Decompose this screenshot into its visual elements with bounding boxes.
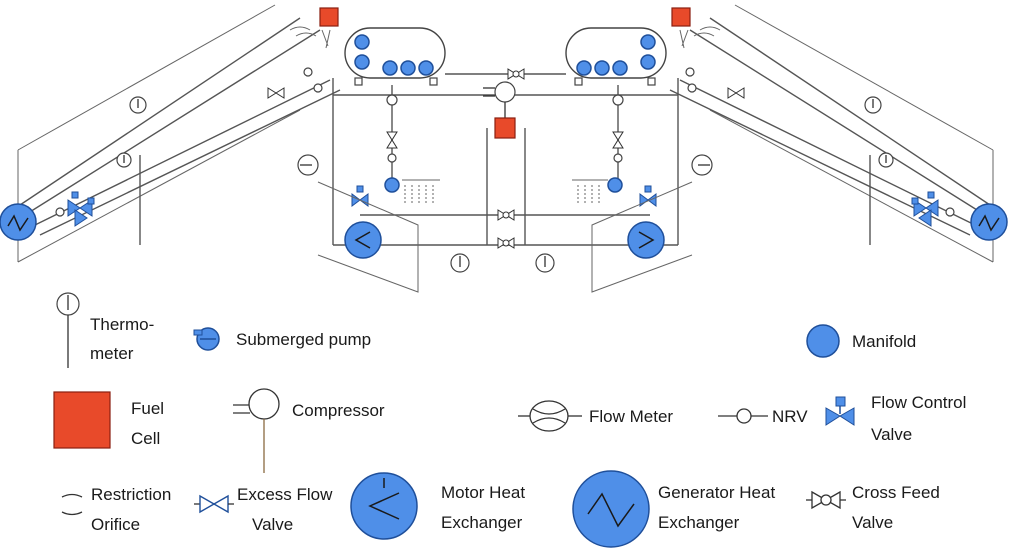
legend-submerged-pump-label: Submerged pump <box>236 330 371 349</box>
right-center-thermometer <box>691 154 713 176</box>
legend-generator-heat-exchanger-label-2: Exchanger <box>658 513 740 532</box>
legend-generator-heat-exchanger: Generator Heat Exchanger <box>572 470 775 548</box>
right-manifold-outlets <box>572 179 608 205</box>
legend-thermometer-label-2: meter <box>90 344 134 363</box>
right-wing-generator-heat-exchanger <box>970 203 1008 241</box>
right-wing-thermometer-2 <box>878 152 894 168</box>
right-wing-nrv <box>685 67 695 77</box>
left-wing-thermometer-1 <box>129 96 147 114</box>
right-wing-flow-control-valves <box>911 191 955 227</box>
left-wing-flow-control-valves <box>55 191 95 227</box>
legend-nrv-label: NRV <box>772 407 808 426</box>
left-motor-heat-exchanger <box>344 221 382 259</box>
right-tank-pumps <box>574 34 656 86</box>
left-wing-generator-heat-exchanger <box>0 203 37 241</box>
legend-restriction-orifice: Restriction Orifice <box>61 485 171 534</box>
right-fuel-cell <box>671 7 691 27</box>
legend-cross-feed-valve-label-1: Cross Feed <box>852 483 940 502</box>
legend-fuel-cell: Fuel Cell <box>53 391 164 449</box>
bottom-thermometer-left <box>450 253 470 273</box>
left-restriction-orifice <box>387 153 397 163</box>
left-wing-excess-flow-valve <box>267 87 285 99</box>
left-excess-flow-valve <box>386 131 398 149</box>
left-wing-nrv <box>303 67 313 77</box>
legend-flow-control-valve-label-2: Valve <box>871 425 912 444</box>
legend-fuel-cell-label-2: Cell <box>131 429 160 448</box>
cross-feed-valve-top <box>507 68 525 80</box>
right-wing-nrv-2 <box>687 83 697 93</box>
cross-feed-valve-low <box>497 237 515 249</box>
legend-excess-flow-valve-label-2: Valve <box>252 515 293 534</box>
right-restriction-orifice <box>613 153 623 163</box>
legend-nrv: NRV <box>718 407 808 426</box>
legend-restriction-orifice-label-2: Orifice <box>91 515 140 534</box>
right-wing-excess-flow-valve <box>727 87 745 99</box>
legend-motor-heat-exchanger-label-1: Motor Heat <box>441 483 525 502</box>
left-tank-pumps <box>354 34 438 86</box>
legend-restriction-orifice-label-1: Restriction <box>91 485 171 504</box>
legend-thermometer-label-1: Thermo- <box>90 315 154 334</box>
legend-compressor-label: Compressor <box>292 401 385 420</box>
legend-submerged-pump: Submerged pump <box>193 327 371 351</box>
left-manifold <box>384 177 400 193</box>
bottom-thermometer-right <box>535 253 555 273</box>
legend-flow-meter: Flow Meter <box>518 400 673 432</box>
legend-thermometer: Thermo- meter <box>56 292 154 368</box>
legend-motor-heat-exchanger: Motor Heat Exchanger <box>350 472 525 540</box>
legend-excess-flow-valve: Excess Flow Valve <box>194 485 333 534</box>
left-wing-thermometer-2 <box>116 152 132 168</box>
legend-manifold-label: Manifold <box>852 332 916 351</box>
left-nrv <box>386 94 398 106</box>
right-wing-thermometer-1 <box>864 96 882 114</box>
legend-flow-meter-label: Flow Meter <box>589 407 673 426</box>
left-wing <box>0 4 341 263</box>
center-compressor <box>483 81 516 118</box>
left-center-thermometer <box>297 154 319 176</box>
legend-manifold: Manifold <box>806 324 916 358</box>
right-manifold <box>607 177 623 193</box>
legend-excess-flow-valve-label-1: Excess Flow <box>237 485 333 504</box>
right-motor-heat-exchanger <box>627 221 665 259</box>
center-fuel-cell <box>494 117 516 139</box>
legend-cross-feed-valve: Cross Feed Valve <box>806 483 940 532</box>
left-manifold-outlets <box>402 179 440 205</box>
legend-cross-feed-valve-label-2: Valve <box>852 513 893 532</box>
right-wing <box>669 4 1008 263</box>
legend-compressor: Compressor <box>233 388 385 473</box>
center-system <box>297 27 713 293</box>
legend: Thermo- meter Submerged pump Manifold Fu… <box>53 292 966 548</box>
left-fuel-cell <box>319 7 339 27</box>
cross-feed-valve-mid <box>497 209 515 221</box>
right-nrv <box>612 94 624 106</box>
legend-motor-heat-exchanger-label-2: Exchanger <box>441 513 523 532</box>
legend-flow-control-valve: Flow Control Valve <box>825 393 966 444</box>
legend-generator-heat-exchanger-label-1: Generator Heat <box>658 483 775 502</box>
right-excess-flow-valve <box>612 131 624 149</box>
legend-fuel-cell-label-1: Fuel <box>131 399 164 418</box>
left-wing-nrv-2 <box>313 83 323 93</box>
legend-flow-control-valve-label-1: Flow Control <box>871 393 966 412</box>
